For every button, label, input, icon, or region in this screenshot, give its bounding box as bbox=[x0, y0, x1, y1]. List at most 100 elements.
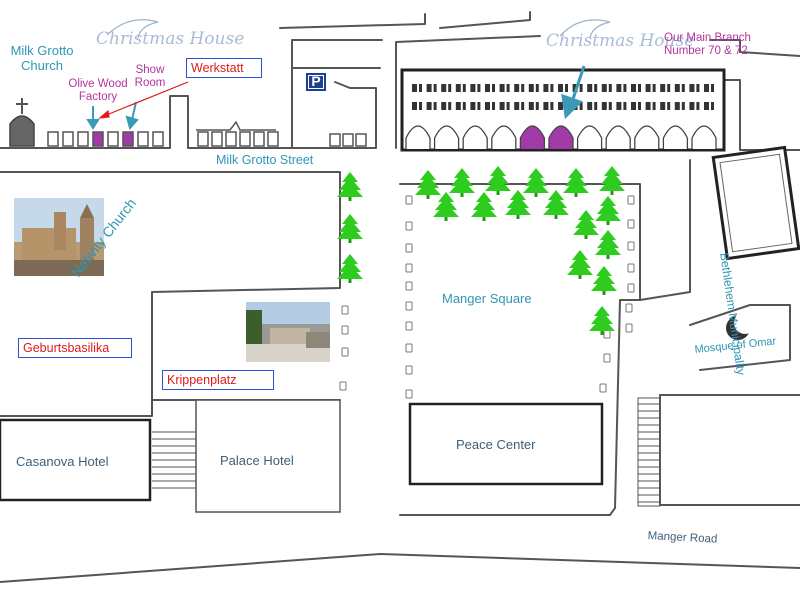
window bbox=[681, 102, 685, 110]
window bbox=[448, 102, 452, 110]
church-cross-icon bbox=[9, 98, 35, 147]
window bbox=[499, 102, 505, 110]
window bbox=[631, 84, 636, 92]
arch bbox=[605, 125, 631, 149]
bollard bbox=[405, 389, 413, 399]
tree-icon bbox=[595, 196, 621, 225]
stair-frame bbox=[637, 397, 661, 507]
window bbox=[638, 84, 641, 92]
casanova-hotel-building bbox=[0, 418, 152, 502]
milk-grotto-church-label: Milk Grotto Church bbox=[10, 43, 74, 73]
window bbox=[660, 84, 666, 92]
window bbox=[696, 102, 700, 110]
window bbox=[652, 84, 656, 92]
tree-icon bbox=[591, 266, 617, 295]
window bbox=[419, 102, 422, 110]
window bbox=[623, 84, 627, 92]
window bbox=[506, 102, 510, 110]
geburtsbasilika-label: Geburtsbasilika bbox=[18, 338, 132, 358]
window bbox=[550, 84, 554, 92]
bollard bbox=[405, 301, 413, 311]
arch bbox=[462, 125, 488, 149]
bollard bbox=[405, 221, 413, 231]
window bbox=[594, 102, 598, 110]
window bbox=[412, 102, 417, 110]
window bbox=[477, 102, 481, 110]
shop-row-left bbox=[47, 131, 367, 147]
window bbox=[696, 84, 700, 92]
stairs-left bbox=[152, 431, 196, 489]
window bbox=[623, 102, 627, 110]
tree-icon bbox=[337, 254, 363, 283]
window bbox=[558, 102, 563, 110]
window bbox=[601, 102, 607, 110]
window bbox=[419, 84, 422, 92]
bollard bbox=[627, 283, 635, 293]
tree-icon bbox=[595, 230, 621, 259]
window bbox=[616, 84, 622, 92]
window bbox=[521, 102, 525, 110]
peace-center-building bbox=[408, 402, 604, 486]
window bbox=[608, 84, 612, 92]
window bbox=[441, 102, 447, 110]
window bbox=[455, 84, 461, 92]
crescent-moon-icon bbox=[726, 312, 756, 340]
arrow-show-room-icon bbox=[125, 101, 139, 131]
bollard bbox=[405, 281, 413, 291]
window bbox=[601, 84, 607, 92]
bollard bbox=[405, 321, 413, 331]
window bbox=[645, 84, 651, 92]
window bbox=[528, 102, 534, 110]
bollard bbox=[405, 365, 413, 375]
window bbox=[638, 102, 641, 110]
stairs-right bbox=[637, 397, 661, 507]
olive-wood-factory-label: Olive Wood Factory bbox=[68, 78, 128, 104]
bollard bbox=[341, 305, 349, 315]
palace-hotel-building bbox=[195, 399, 341, 513]
milk-grotto-street-label: Milk Grotto Street bbox=[216, 153, 314, 167]
arrow-main-branch-icon bbox=[561, 65, 586, 120]
palace-hotel-label: Palace Hotel bbox=[220, 453, 294, 468]
bollard bbox=[603, 353, 611, 363]
window bbox=[616, 102, 622, 110]
arch bbox=[662, 125, 689, 149]
window bbox=[470, 102, 476, 110]
window bbox=[535, 84, 539, 92]
main-branch-building bbox=[400, 68, 726, 152]
bollard bbox=[627, 263, 635, 273]
parking-sign-icon: P bbox=[306, 73, 326, 91]
bollard bbox=[405, 243, 413, 253]
window bbox=[674, 102, 680, 110]
window bbox=[704, 102, 709, 110]
arch bbox=[491, 125, 517, 149]
window bbox=[462, 102, 466, 110]
show-room-label: Show Room bbox=[134, 64, 166, 90]
window bbox=[514, 84, 520, 92]
window bbox=[477, 84, 481, 92]
nativity-church-photo bbox=[14, 198, 104, 276]
window bbox=[433, 84, 437, 92]
bollard bbox=[625, 323, 633, 333]
window bbox=[426, 84, 432, 92]
tree-icon bbox=[563, 168, 589, 197]
window bbox=[448, 84, 452, 92]
window bbox=[514, 102, 520, 110]
window bbox=[485, 102, 490, 110]
bollard bbox=[627, 219, 635, 229]
window bbox=[711, 102, 714, 110]
window bbox=[711, 84, 714, 92]
window bbox=[506, 84, 510, 92]
bollard bbox=[625, 303, 633, 313]
bollard bbox=[341, 347, 349, 357]
window bbox=[594, 84, 598, 92]
window bbox=[528, 84, 534, 92]
werkstatt-label: Werkstatt bbox=[186, 58, 262, 78]
tree-icon bbox=[589, 306, 615, 335]
casanova-hotel-label: Casanova Hotel bbox=[16, 454, 109, 469]
bollard bbox=[627, 195, 635, 205]
manger-square-label: Manger Square bbox=[442, 291, 532, 306]
tree-icon bbox=[523, 168, 549, 197]
tree-icon bbox=[543, 190, 569, 219]
window bbox=[462, 84, 466, 92]
